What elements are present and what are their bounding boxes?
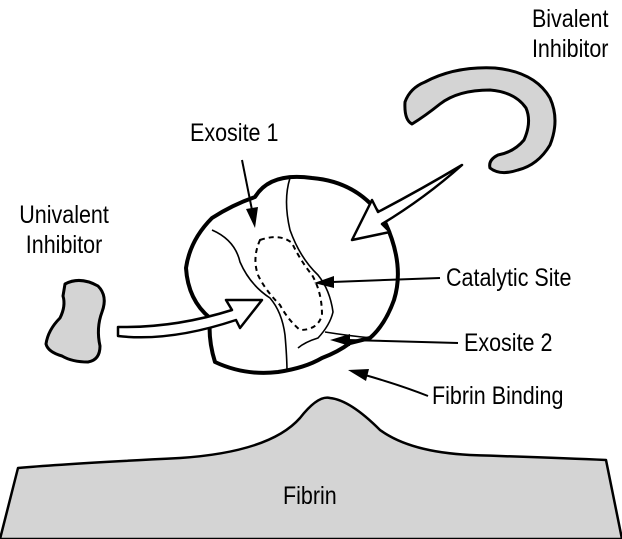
fibrin-binding-leader (365, 375, 428, 396)
thrombin-molecule (186, 177, 398, 373)
exosite-2-label: Exosite 2 (464, 328, 552, 358)
exosite-1-label: Exosite 1 (190, 118, 278, 148)
univalent-inhibitor-shape (46, 280, 104, 362)
fibrin-label: Fibrin (283, 481, 337, 511)
fibrin-binding-label: Fibrin Binding (432, 381, 563, 411)
bivalent-inhibitor-label: Bivalent Inhibitor (510, 4, 622, 64)
univalent-inhibitor-label: Univalent Inhibitor (6, 200, 122, 260)
bivalent-inhibitor-shape (405, 68, 555, 173)
catalytic-site-label: Catalytic Site (446, 263, 571, 293)
fibrin-shape (0, 398, 622, 539)
fibrin-binding-arrowhead (348, 369, 369, 381)
exosite-2-leader (348, 340, 458, 343)
